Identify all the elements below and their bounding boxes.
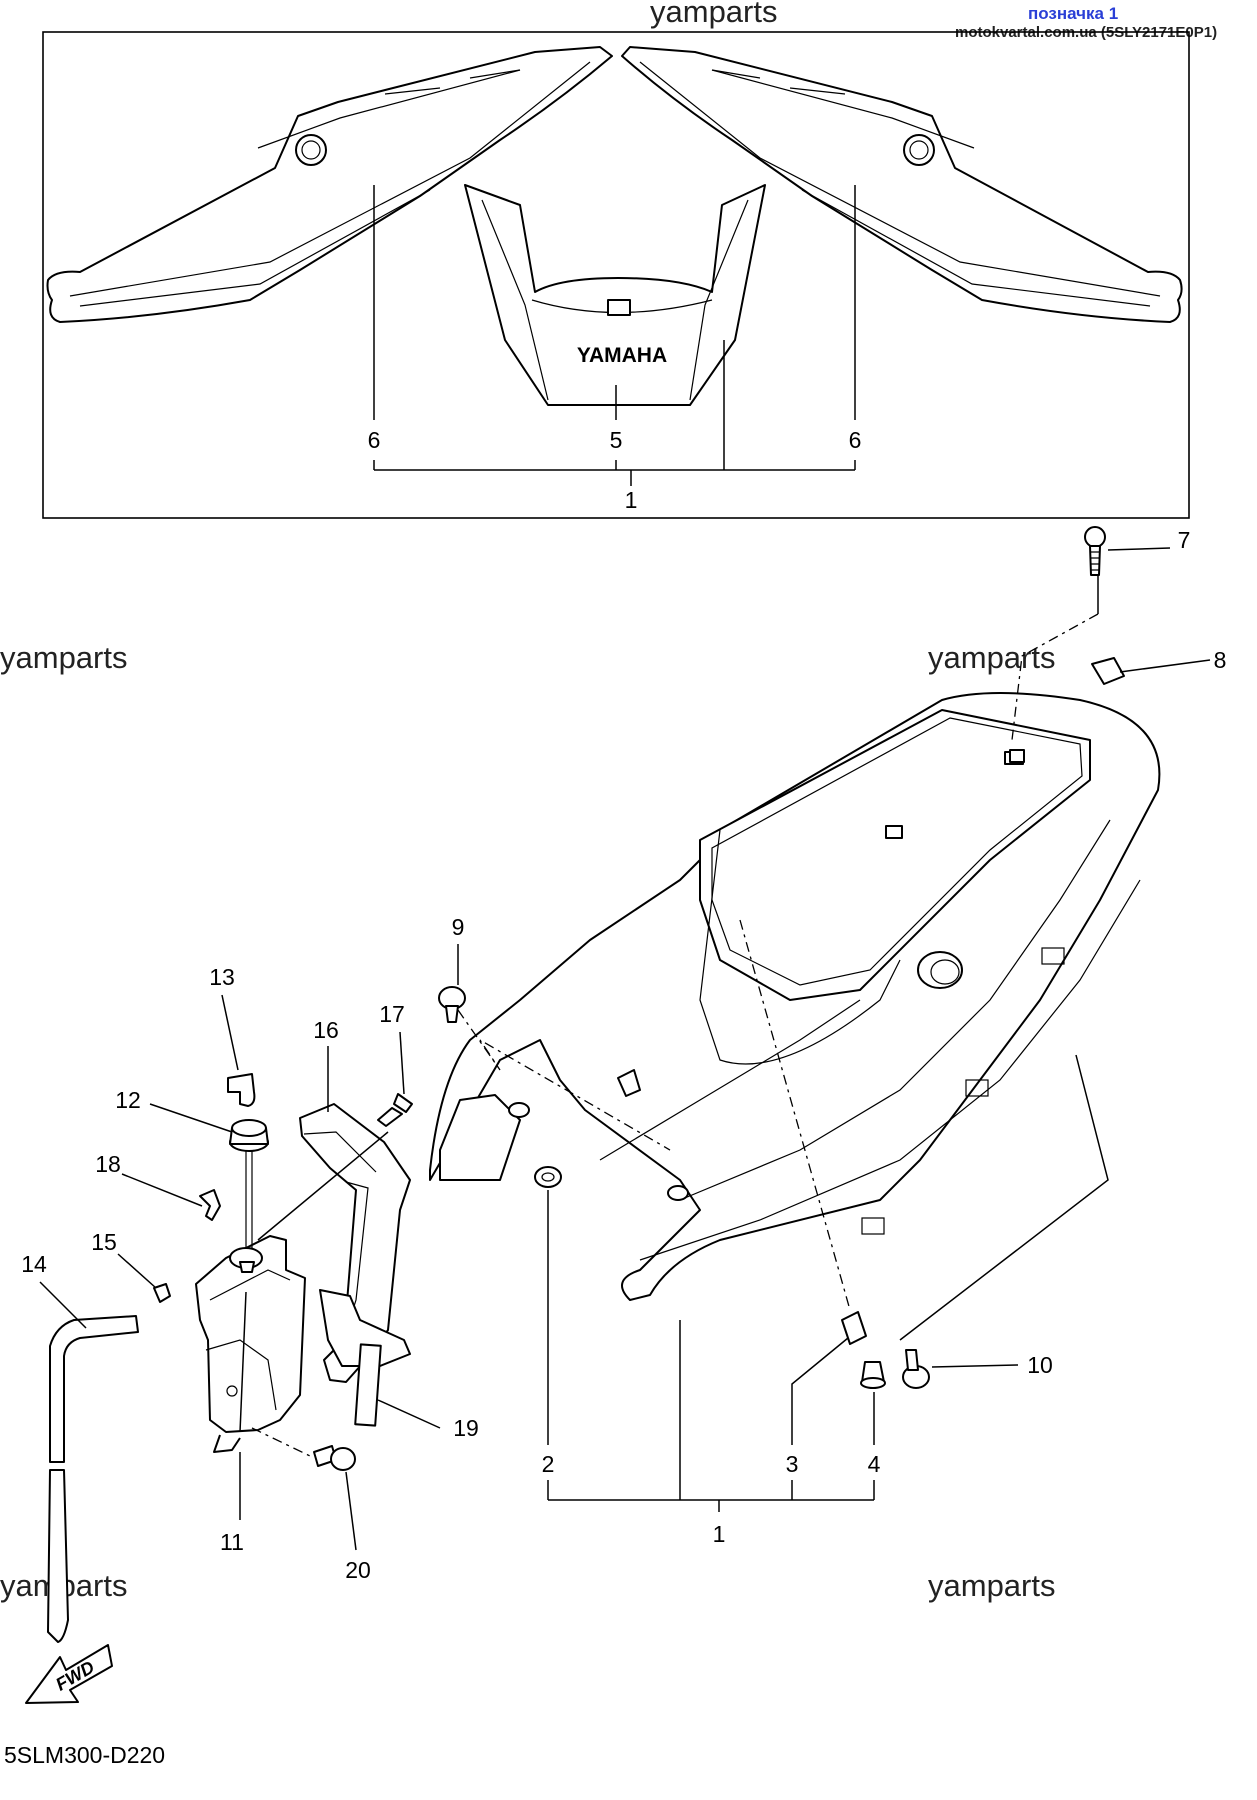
callout-10: 10	[1027, 1352, 1053, 1378]
pad-19	[354, 1343, 382, 1427]
set-inset-box	[42, 31, 1190, 519]
callout-4: 4	[868, 1451, 881, 1477]
callout-6-right: 6	[849, 427, 862, 453]
diagram-code: 5SLM300-D220	[4, 1742, 166, 1768]
callout-14: 14	[21, 1251, 47, 1277]
page-title: позначка 1	[1028, 4, 1119, 23]
callout-15: 15	[91, 1229, 117, 1255]
callout-13: 13	[209, 964, 235, 990]
watermark: yamparts	[650, 0, 778, 29]
callout-numbers: 6 5 6 1 7 8 9 10 11 12 13 14 15 16 17 18…	[21, 427, 1226, 1583]
callout-12: 12	[115, 1087, 141, 1113]
callout-1-bottom: 1	[713, 1521, 726, 1547]
nut-8-installed	[1009, 749, 1025, 763]
watermark: yamparts	[928, 640, 1056, 675]
reservoir-tank	[195, 1235, 306, 1453]
grommet-2	[534, 1166, 562, 1188]
clamp-18	[199, 1189, 221, 1221]
cap-12	[229, 1119, 269, 1248]
tail-center-cover: YAMAHA	[464, 184, 766, 406]
callout-1-top: 1	[625, 487, 638, 513]
cowl-fasteners	[438, 526, 1125, 1389]
callout-7: 7	[1178, 527, 1191, 553]
fwd-arrow-icon: FWD	[25, 1644, 113, 1704]
clip-3	[841, 1311, 867, 1345]
reservoir-bracket	[299, 1103, 411, 1383]
yamaha-logo-text: YAMAHA	[577, 344, 667, 367]
callout-9: 9	[452, 914, 465, 940]
callout-3: 3	[786, 1451, 799, 1477]
clip-15	[153, 1283, 171, 1303]
cowl-leaders	[457, 547, 1211, 1512]
callout-5: 5	[610, 427, 623, 453]
screw-7	[1084, 526, 1106, 576]
right-side-cover	[621, 46, 1183, 323]
damper-4	[860, 1361, 886, 1389]
callout-19: 19	[453, 1415, 479, 1441]
nut-8	[1091, 657, 1125, 685]
reservoir-leaders	[39, 994, 441, 1551]
inset-leaders	[373, 185, 856, 486]
callout-2: 2	[542, 1451, 555, 1477]
elbow-13	[227, 1073, 256, 1107]
seat-cowl	[429, 692, 1161, 1301]
watermark: yamparts	[928, 1568, 1056, 1603]
callout-8: 8	[1214, 647, 1227, 673]
callout-6-left: 6	[368, 427, 381, 453]
bolt-10	[902, 1349, 930, 1389]
bolt-20	[313, 1445, 356, 1471]
callout-20: 20	[345, 1557, 371, 1583]
watermark: yamparts	[0, 640, 128, 675]
callout-17: 17	[379, 1001, 405, 1027]
callout-16: 16	[313, 1017, 339, 1043]
rivet-9	[438, 986, 466, 1023]
hose-14	[47, 1315, 139, 1643]
screw-17	[377, 1093, 413, 1127]
callout-18: 18	[95, 1151, 121, 1177]
callout-11: 11	[220, 1529, 244, 1555]
